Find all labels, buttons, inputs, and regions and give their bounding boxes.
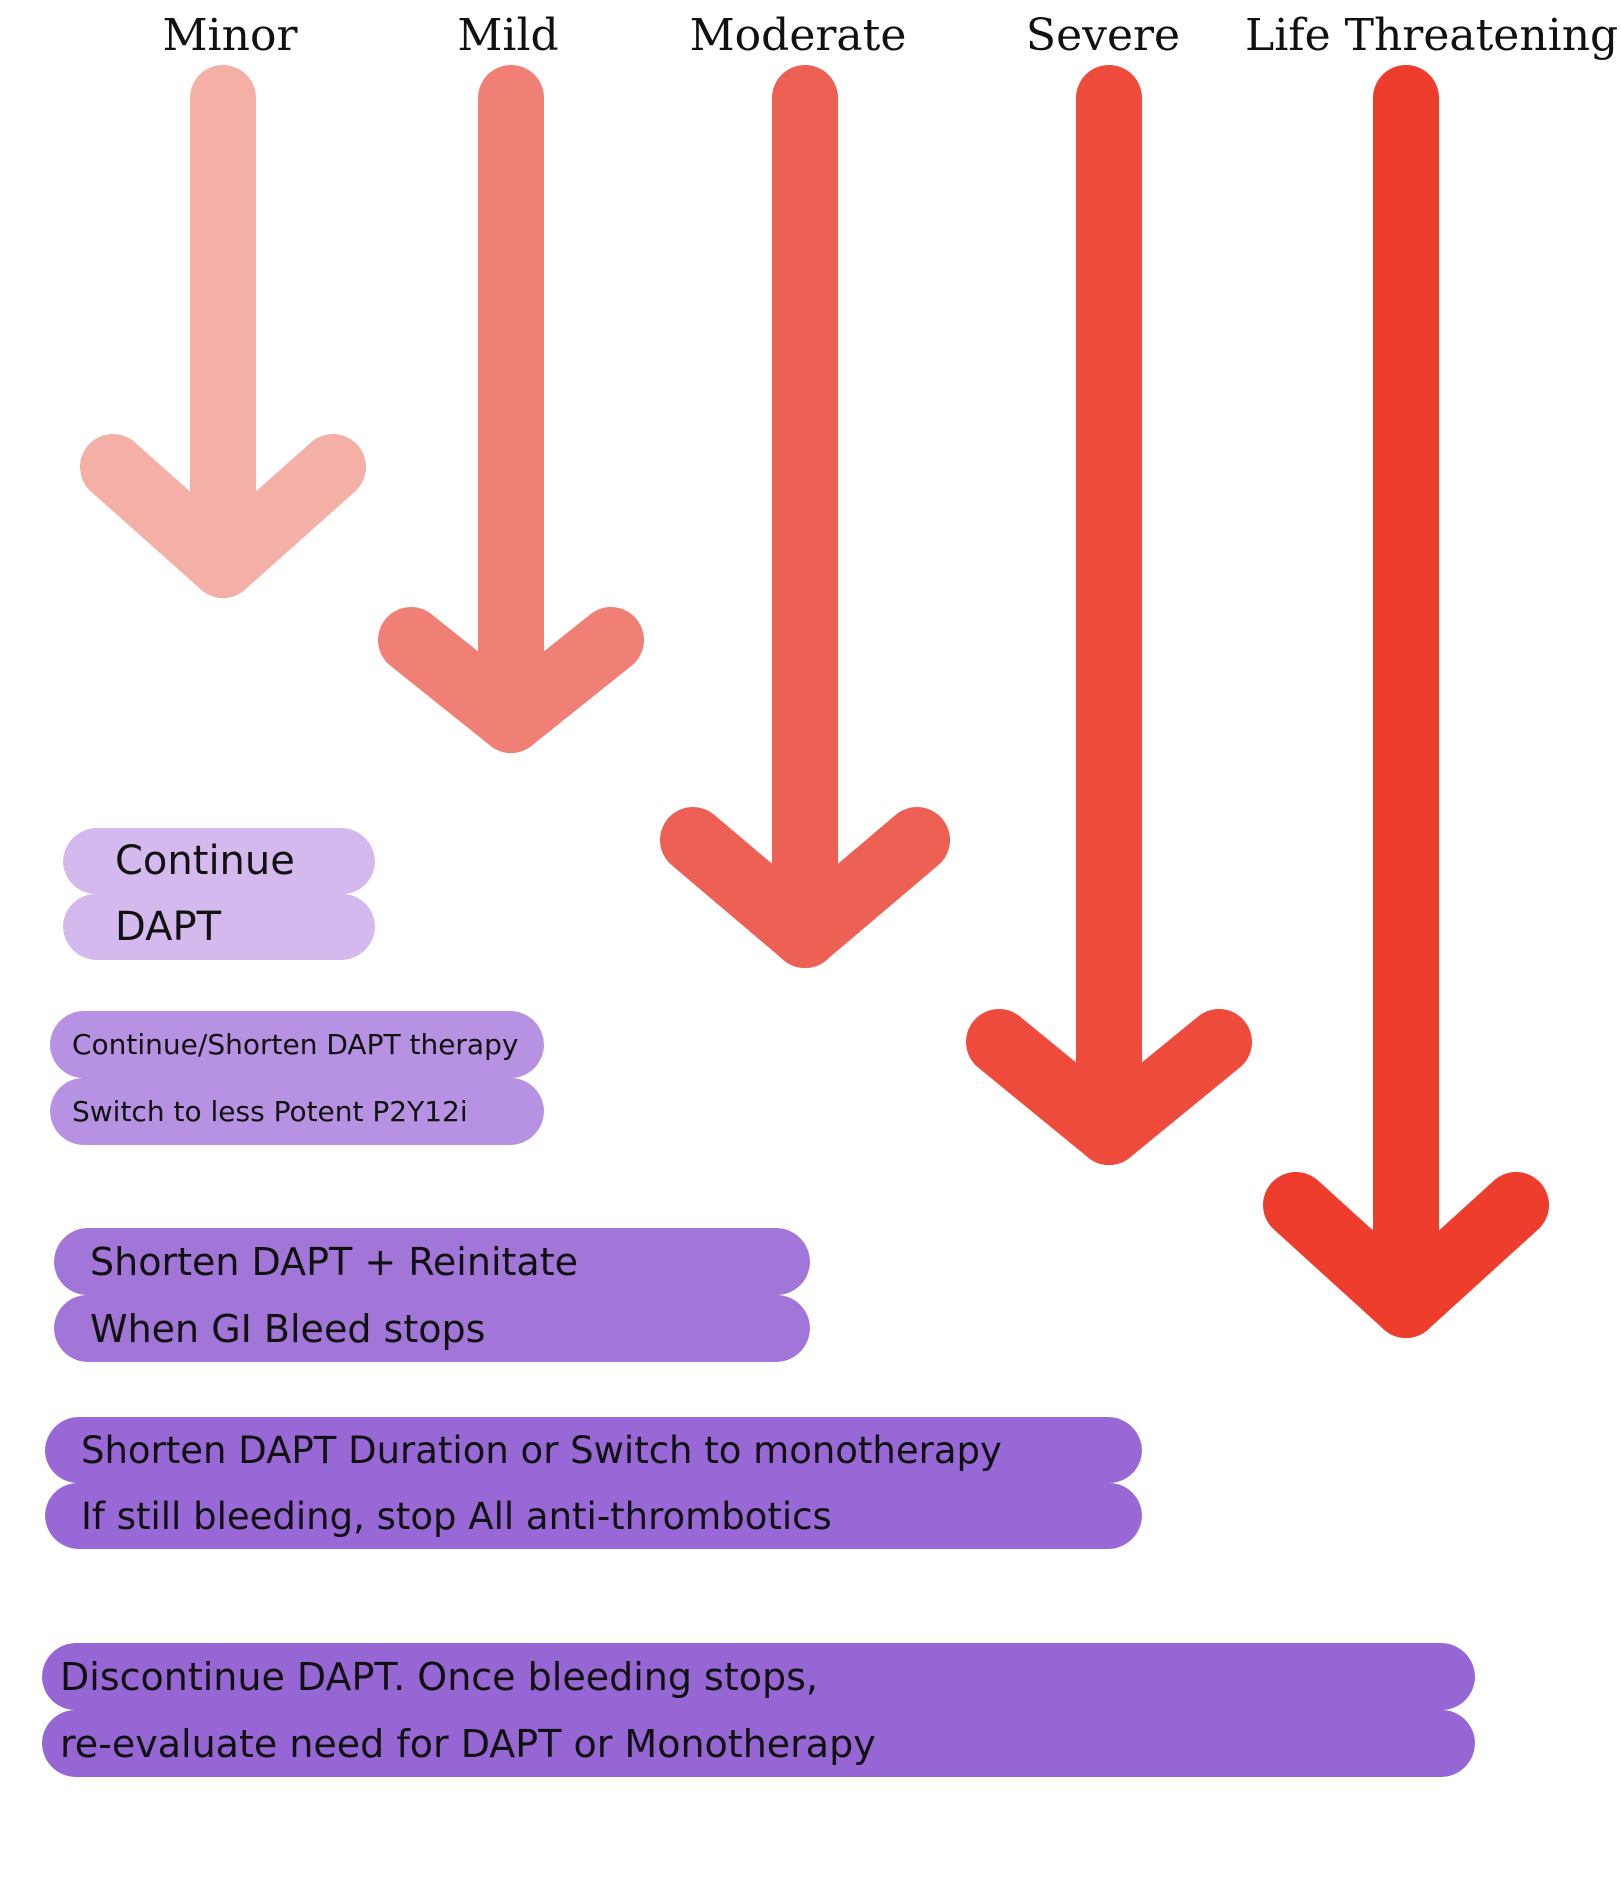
arrow-mild	[378, 65, 644, 753]
arrow-severe	[966, 65, 1252, 1165]
recommendation-severe-line-1: Shorten DAPT Duration or Switch to monot…	[45, 1417, 1142, 1483]
arrow-moderate	[660, 65, 950, 968]
arrow-life-threatening	[1263, 65, 1549, 1338]
arrow-moderate-head-right	[772, 807, 950, 968]
severity-label-moderate: Moderate	[689, 10, 907, 61]
recommendation-moderate-line-1: Shorten DAPT + Reinitate	[54, 1228, 810, 1295]
recommendation-minor-line-2: DAPT	[63, 894, 375, 960]
arrow-minor-head-right	[190, 434, 366, 598]
recommendation-mild-line-2: Switch to less Potent P2Y12i	[50, 1078, 544, 1145]
severity-label-minor: Minor	[162, 10, 298, 61]
arrow-mild-head-right	[478, 607, 644, 753]
arrow-life-threatening-head-right	[1373, 1172, 1549, 1338]
recommendation-life-threatening: Discontinue DAPT. Once bleeding stops, r…	[42, 1643, 1475, 1777]
recommendation-mild: Continue/Shorten DAPT therapy Switch to …	[50, 1011, 544, 1145]
severity-label-mild: Mild	[457, 10, 559, 61]
recommendation-life-threatening-line-2: re-evaluate need for DAPT or Monotherapy	[42, 1710, 1475, 1777]
recommendation-severe: Shorten DAPT Duration or Switch to monot…	[45, 1417, 1142, 1549]
recommendation-moderate-line-2: When GI Bleed stops	[54, 1295, 810, 1362]
recommendation-moderate: Shorten DAPT + Reinitate When GI Bleed s…	[54, 1228, 810, 1362]
recommendation-minor: Continue DAPT	[63, 828, 375, 960]
severity-label-severe: Severe	[1025, 10, 1181, 61]
severity-label-life-threatening: Life Threatening	[1245, 10, 1619, 61]
arrow-severe-head-right	[1076, 1009, 1252, 1165]
recommendation-severe-line-2: If still bleeding, stop All anti-thrombo…	[45, 1483, 1142, 1549]
recommendation-minor-line-1: Continue	[63, 828, 375, 894]
recommendation-life-threatening-line-1: Discontinue DAPT. Once bleeding stops,	[42, 1643, 1475, 1710]
arrow-minor	[80, 65, 366, 598]
recommendation-mild-line-1: Continue/Shorten DAPT therapy	[50, 1011, 544, 1078]
